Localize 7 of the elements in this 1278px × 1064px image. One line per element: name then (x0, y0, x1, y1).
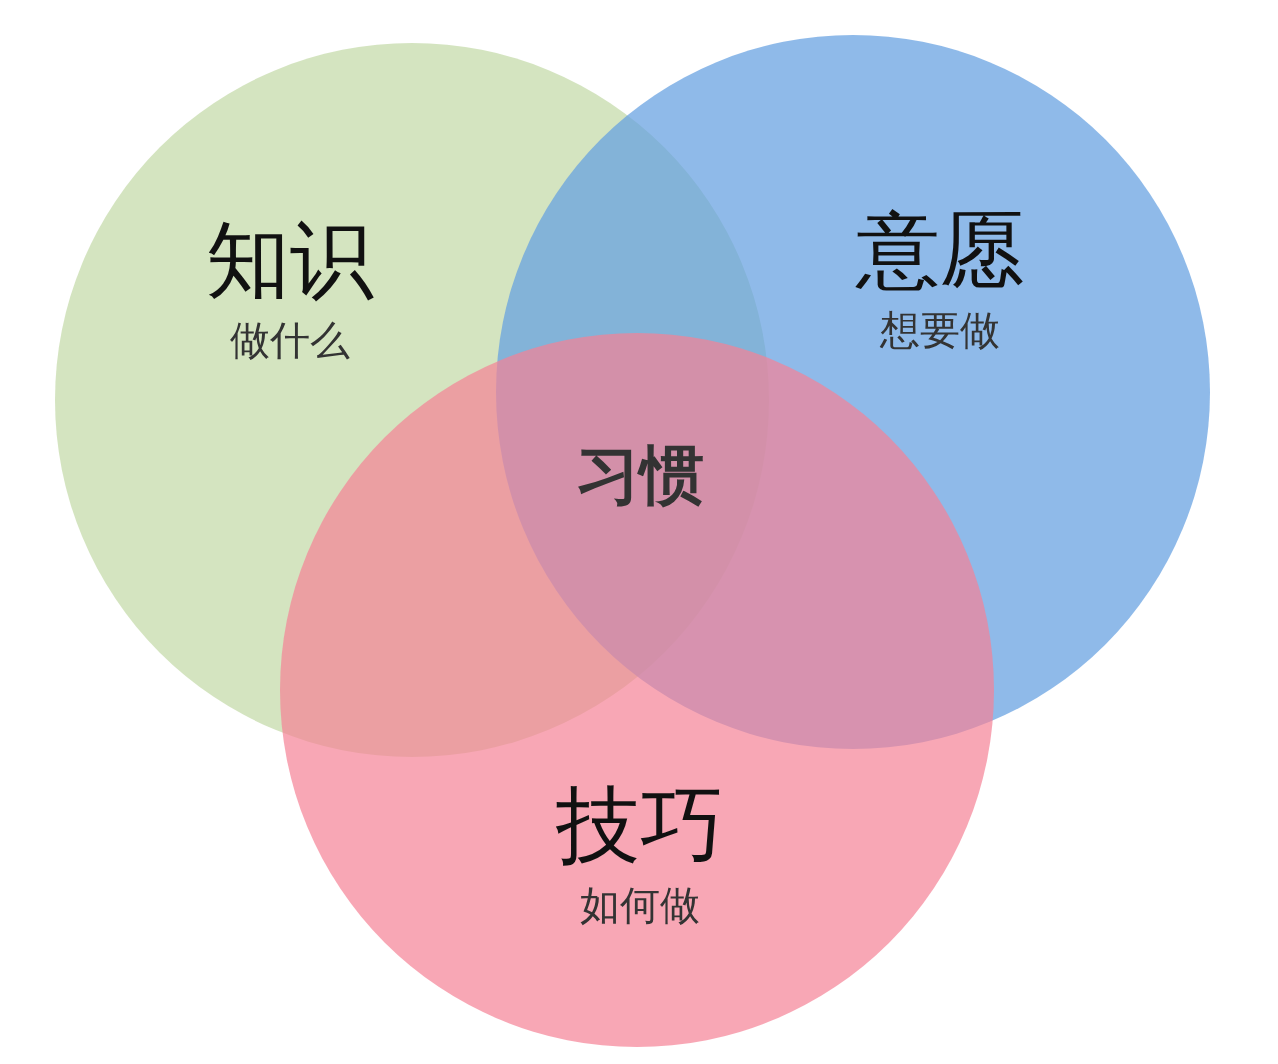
circle-title: 意愿 (856, 203, 1024, 297)
circle-title: 知识 (206, 213, 374, 307)
circle-subtitle: 如何做 (580, 881, 700, 931)
circle-subtitle: 想要做 (880, 306, 1000, 356)
circle-subtitle: 做什么 (230, 316, 350, 366)
circle-title: 技巧 (556, 778, 724, 872)
center-label: 习惯 (576, 437, 704, 514)
